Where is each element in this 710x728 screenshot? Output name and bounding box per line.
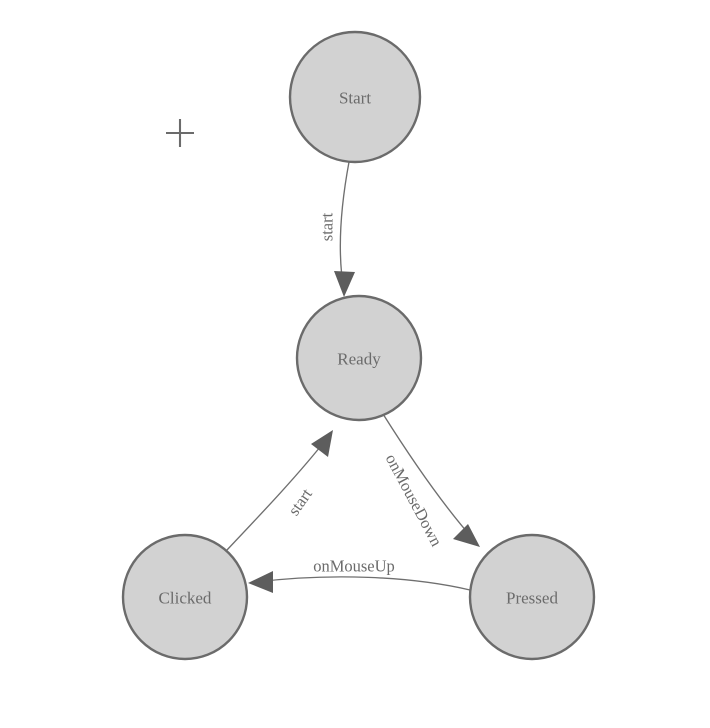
node-ready[interactable]: Ready	[295, 294, 423, 422]
edge-clicked-to-ready[interactable]	[225, 430, 333, 552]
node-label-pressed: Pressed	[506, 589, 558, 608]
node-clicked[interactable]: Clicked	[121, 533, 249, 661]
node-circle-ready[interactable]	[295, 294, 423, 422]
edge-label-clicked-to-ready: start	[284, 485, 316, 520]
crosshair-marker[interactable]	[166, 119, 194, 147]
edge-line-ready-to-pressed	[382, 413, 475, 541]
edge-label-ready-to-pressed: onMouseDown	[382, 451, 447, 550]
edge-line-clicked-to-ready	[225, 436, 329, 552]
edge-label-pressed-to-clicked: onMouseUp	[313, 557, 395, 576]
edge-start-to-ready[interactable]	[334, 161, 355, 297]
node-label-start: Start	[339, 89, 371, 108]
edge-label-start-to-ready: start	[318, 212, 337, 241]
node-circle-pressed[interactable]	[468, 533, 596, 661]
node-pressed[interactable]: Pressed	[468, 533, 596, 661]
node-circle-clicked[interactable]	[121, 533, 249, 661]
edge-line-pressed-to-clicked	[255, 576, 471, 591]
edges-layer	[225, 161, 480, 593]
arrow-head-icon-start-to-ready	[334, 271, 355, 297]
edge-pressed-to-clicked[interactable]	[248, 571, 471, 593]
arrow-head-icon-clicked-to-ready	[311, 430, 333, 457]
arrow-head-icon-ready-to-pressed	[453, 524, 480, 547]
arrow-head-icon-pressed-to-clicked	[248, 571, 273, 593]
node-start[interactable]: Start	[288, 30, 422, 164]
edge-ready-to-pressed[interactable]	[382, 413, 480, 547]
markers-layer	[166, 119, 194, 147]
node-label-ready: Ready	[337, 350, 381, 369]
node-label-clicked: Clicked	[159, 589, 212, 608]
node-circle-start[interactable]	[288, 30, 422, 164]
